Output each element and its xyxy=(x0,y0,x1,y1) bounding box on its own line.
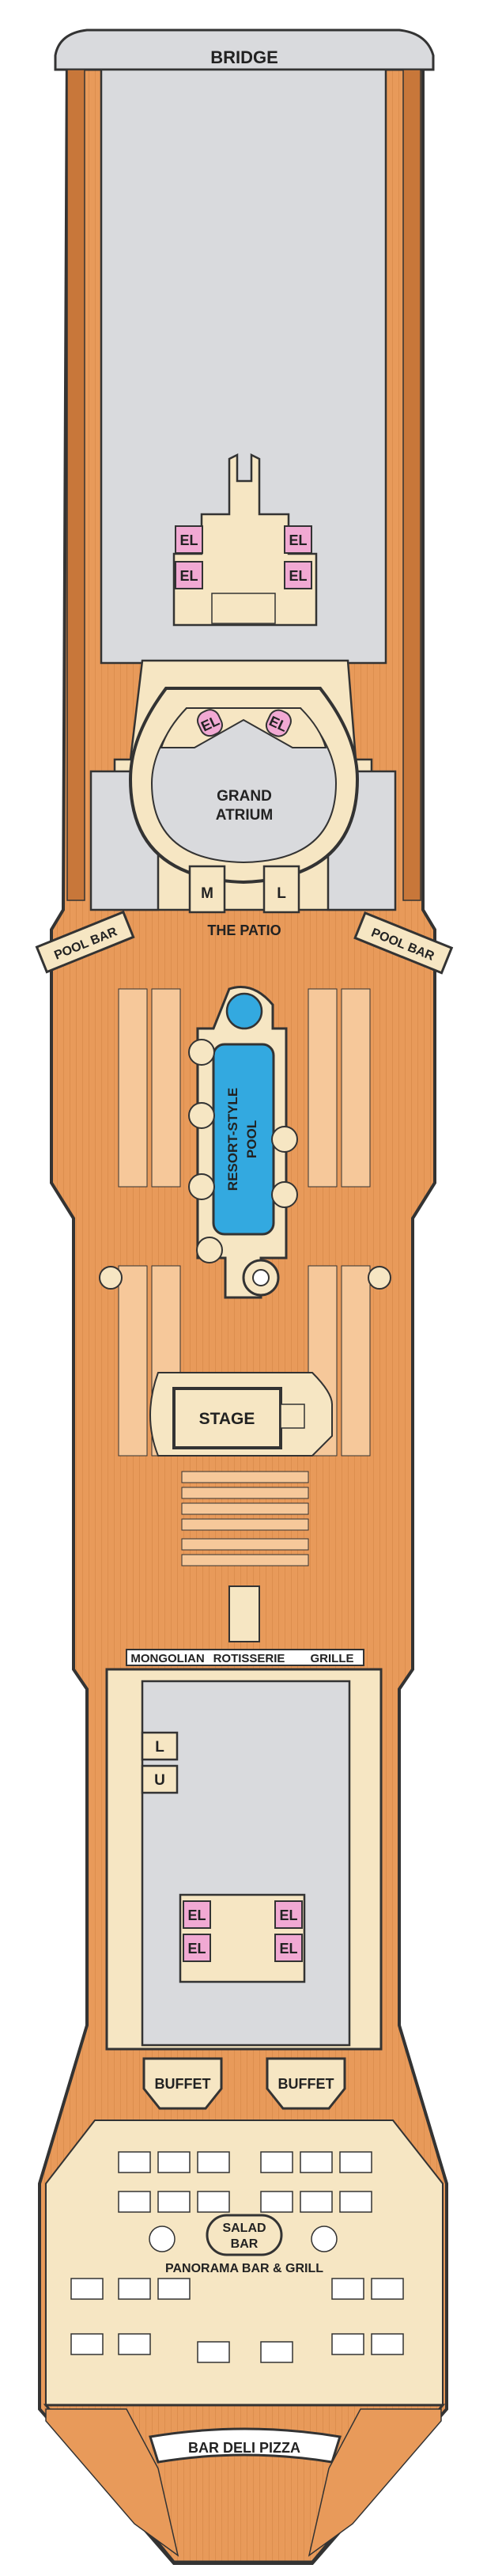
aft-elevator-structure xyxy=(179,1893,306,1983)
stage xyxy=(172,1387,282,1449)
aft-lounge-right xyxy=(308,2408,442,2557)
elevator-label: EL xyxy=(187,1941,206,1957)
elevator xyxy=(196,709,223,737)
dining-tables xyxy=(70,2151,404,2363)
port-edge-strip xyxy=(66,69,85,901)
buffet-right-label: BUFFET xyxy=(278,2076,334,2092)
bridge-label: BRIDGE xyxy=(210,47,278,67)
elevator-label: EL xyxy=(179,568,198,584)
salad-bar-label: BAR xyxy=(231,2237,259,2251)
elevator xyxy=(284,561,312,589)
elevator-label: EL xyxy=(179,532,198,548)
salad-bar-label: SALAD xyxy=(222,2222,266,2235)
restroom-m-label: M xyxy=(201,885,213,902)
elevator xyxy=(175,525,203,554)
elevator xyxy=(183,1934,211,1962)
grille-label: GRILLE xyxy=(311,1652,354,1665)
center-grille-unit xyxy=(228,1585,260,1642)
umbrellas xyxy=(99,1039,391,1290)
bridge-wing xyxy=(54,28,435,71)
restroom-lower-l-label: L xyxy=(155,1739,164,1756)
elevator xyxy=(274,1900,303,1929)
elevator xyxy=(183,1900,211,1929)
aft-lounge-left xyxy=(45,2408,179,2557)
elevator-label: EL xyxy=(279,1941,297,1957)
elevator xyxy=(175,561,203,589)
rotisserie-label: ROTISSERIE xyxy=(213,1652,285,1665)
pool-label: POOL xyxy=(244,1120,259,1158)
elevator xyxy=(265,709,292,737)
restroom-m xyxy=(188,865,226,914)
stage-stairs xyxy=(280,1404,305,1429)
elevator xyxy=(274,1934,303,1962)
resort-style-pool xyxy=(212,1043,275,1236)
pool-bar-left xyxy=(35,910,135,974)
restroom-lower-u-label: U xyxy=(154,1772,165,1789)
grand-atrium-label: ATRIUM xyxy=(216,807,273,824)
elevator-label: EL xyxy=(289,532,307,548)
salad-bar xyxy=(206,2214,283,2256)
pool-label: RESORT-STYLE xyxy=(225,1088,240,1191)
buffet-right xyxy=(266,2057,346,2110)
stairs xyxy=(211,593,276,624)
mongolian-label: MONGOLIAN xyxy=(130,1652,204,1665)
elevator xyxy=(284,525,312,554)
whirlpool xyxy=(225,992,263,1030)
restroom-l-label: L xyxy=(277,885,286,902)
grand-atrium-label: GRAND xyxy=(217,788,272,805)
elevator-label: EL xyxy=(187,1907,206,1923)
elevator-label: EL xyxy=(279,1907,297,1923)
loungers-right xyxy=(308,988,371,1457)
panorama-label: PANORAMA BAR & GRILL xyxy=(165,2262,323,2275)
restroom-l xyxy=(262,865,300,914)
bar-deli-pizza xyxy=(149,2427,342,2464)
starboard-edge-strip xyxy=(402,69,421,901)
bar-deli-pizza-label: BAR DELI PIZZA xyxy=(188,2440,300,2456)
buffet-left xyxy=(142,2057,223,2110)
pool-bar-right xyxy=(353,911,454,975)
restroom-lower-l xyxy=(141,1731,179,1761)
patio-tables xyxy=(181,1471,309,1566)
restroom-lower-u xyxy=(141,1764,179,1794)
galley-counter xyxy=(126,1649,364,1666)
buffet-left-label: BUFFET xyxy=(155,2076,211,2092)
pool-ring-center xyxy=(252,1269,270,1286)
elevator-label: EL xyxy=(289,568,307,584)
stage-label: STAGE xyxy=(199,1410,255,1428)
the-patio-label: THE PATIO xyxy=(207,922,281,938)
